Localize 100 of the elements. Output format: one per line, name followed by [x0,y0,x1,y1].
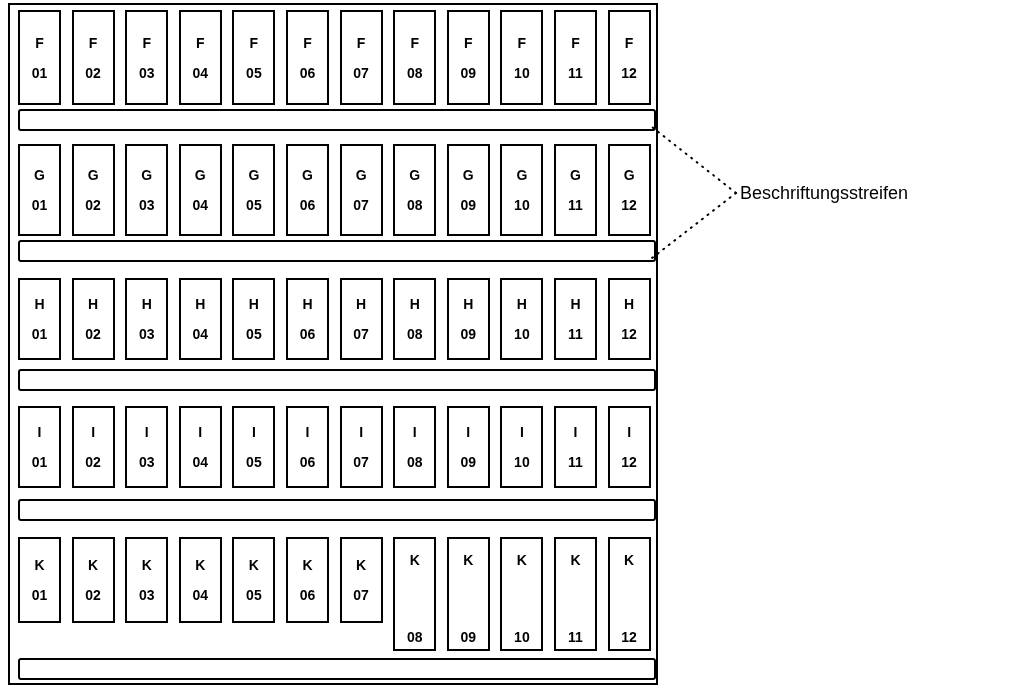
slot-number: 04 [192,64,209,81]
slot-box [232,537,276,623]
slot-number: 03 [138,587,155,603]
row-letter: G [302,167,313,183]
row-letter: G [194,167,206,183]
slot-box [232,406,276,488]
row-letter: I [466,424,471,440]
row-letter: H [356,296,367,312]
row-letter: H [570,296,581,312]
row-letter: I [251,424,256,440]
row-letter: F [356,34,366,51]
slot-number: 10 [514,197,530,213]
row-letter: K [34,557,45,573]
slot-number: 08 [406,64,423,81]
slot-box [286,10,329,105]
slot-box [554,144,597,236]
row-letter: I [359,424,364,440]
row-letter: F [88,34,98,51]
slot-number: 06 [299,587,316,603]
row-letter: I [573,424,578,440]
row-letter: I [37,424,42,440]
slot-number: 12 [621,454,637,470]
slot-number: 11 [568,64,583,81]
slot-box [500,537,544,651]
row-letter: I [627,424,632,440]
slot-box [18,144,61,236]
row-letter: I [91,424,96,440]
slot-box [393,278,437,360]
slot-number: 06 [299,454,316,470]
slot-box [178,406,222,488]
row-letter: H [409,296,420,312]
slot-box [178,537,222,623]
slot-box [339,278,383,360]
slot-box [446,144,490,236]
leader-line [651,126,737,194]
slot-box [18,278,61,360]
slot-number: 12 [621,629,637,645]
row-letter: K [195,557,206,573]
labeling-strip [18,109,656,131]
slot-number: 05 [246,64,262,81]
row-letter: K [624,552,635,568]
leader-line [651,192,737,259]
slot-number: 12 [621,326,637,342]
row-letter: K [570,552,581,568]
slot-box [71,537,115,623]
slot-number: 09 [460,326,477,342]
row-letter: G [248,167,260,183]
slot-number: 10 [514,629,530,645]
slot-box [18,10,61,105]
row-letter: K [302,557,313,573]
row-letter: K [516,552,527,568]
slot-number: 12 [621,64,637,81]
slot-number: 11 [568,326,583,342]
slot-number: 07 [353,197,369,213]
slot-box [18,537,61,623]
row-letter: I [144,424,149,440]
slot-number: 03 [138,197,155,213]
row-letter: I [198,424,203,440]
slot-number: 06 [299,64,316,81]
slot-box [446,537,490,651]
slot-box [607,278,651,360]
slot-number: 03 [138,454,155,470]
slot-box [607,10,651,105]
labeling-strip [18,499,656,521]
panel-frame [8,3,658,685]
slot-number: 02 [85,64,101,81]
slot-box [232,144,276,236]
slot-number: 01 [31,587,48,603]
slot-number: 08 [406,326,423,342]
row-letter: H [302,296,313,312]
slot-number: 09 [460,64,477,81]
slot-number: 02 [85,454,101,470]
slot-number: 05 [246,587,262,603]
slot-box [339,406,383,488]
row-letter: K [248,557,259,573]
slot-number: 05 [246,326,262,342]
slot-box [178,144,222,236]
row-letter: H [463,296,474,312]
slot-number: 08 [406,454,423,470]
slot-number: 02 [85,197,101,213]
slot-number: 01 [31,197,48,213]
row-letter: H [34,296,45,312]
row-letter: G [34,167,45,183]
row-letter: K [356,557,367,573]
row-letter: F [464,34,473,51]
slot-number: 09 [460,629,477,645]
slot-number: 08 [406,629,423,645]
row-letter: H [195,296,206,312]
slot-box [125,10,169,105]
row-letter: H [88,296,99,312]
slot-box [339,144,383,236]
slot-box [393,10,437,105]
slot-number: 09 [460,454,477,470]
slot-number: 02 [85,587,101,603]
row-letter: G [409,167,421,183]
slot-box [286,406,329,488]
slot-number: 01 [31,64,48,81]
slot-box [71,10,115,105]
slot-box [232,278,276,360]
row-letter: G [516,167,528,183]
